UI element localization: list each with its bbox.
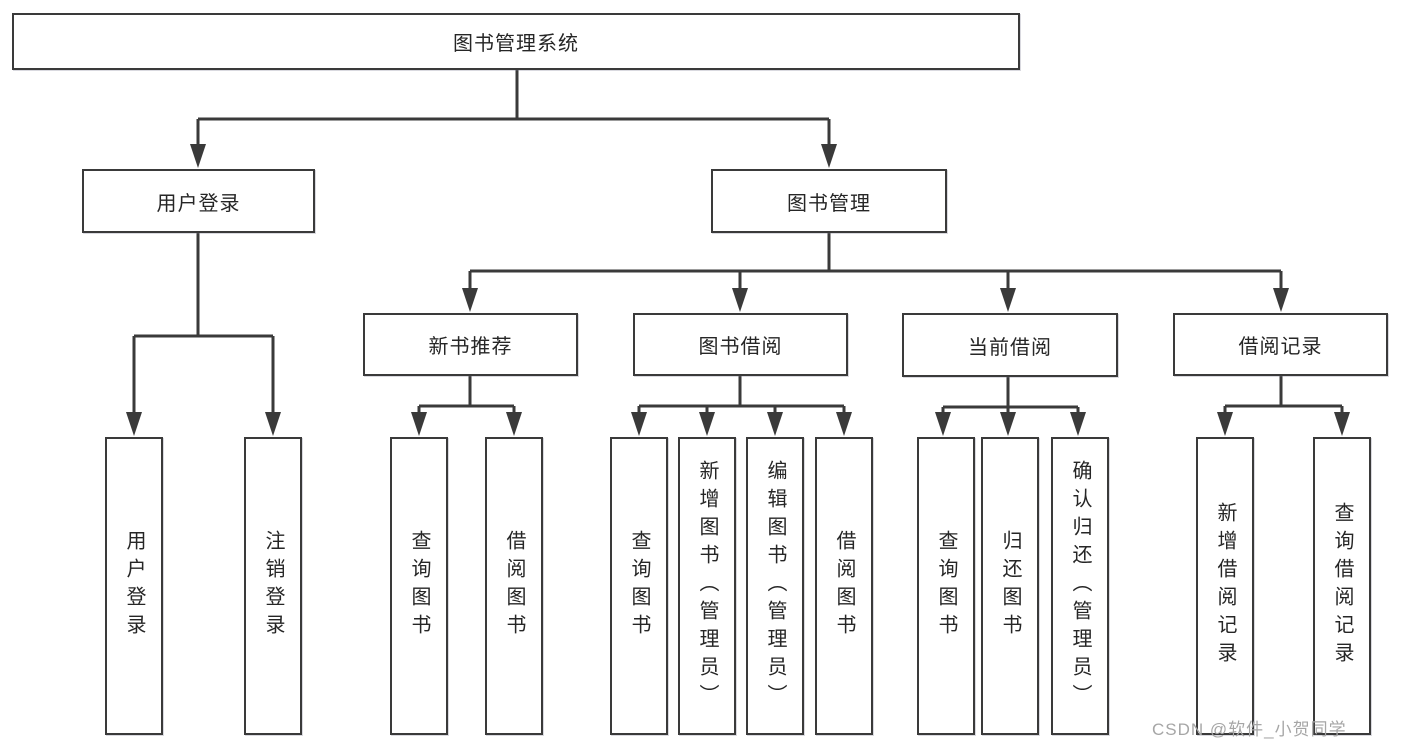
node-current-borrow: 当前借阅 — [902, 313, 1118, 377]
leaf-recommend-borrow-book: 借阅图书 — [485, 437, 543, 735]
node-root-label: 图书管理系统 — [453, 33, 579, 55]
leaf-query-borrow-record-label: 查询借阅记录 — [1331, 502, 1353, 670]
node-new-book-recommend-label: 新书推荐 — [428, 336, 513, 358]
leaf-recommend-borrow-book-label: 借阅图书 — [503, 530, 525, 642]
node-book-borrow: 图书借阅 — [633, 313, 848, 376]
node-borrow-record: 借阅记录 — [1173, 313, 1388, 376]
leaf-logout: 注销登录 — [244, 437, 302, 735]
leaf-current-query-book: 查询图书 — [917, 437, 975, 735]
leaf-add-borrow-record-label: 新增借阅记录 — [1214, 502, 1236, 670]
node-book-management: 图书管理 — [711, 169, 947, 233]
node-user-login-label: 用户登录 — [156, 192, 241, 215]
leaf-edit-book-admin-label: 编辑图书（管理员） — [764, 460, 786, 712]
node-borrow-record-label: 借阅记录 — [1238, 336, 1323, 358]
leaf-add-book-admin: 新增图书（管理员） — [678, 437, 736, 735]
leaf-logout-label: 注销登录 — [262, 530, 284, 642]
node-root: 图书管理系统 — [12, 13, 1020, 70]
node-new-book-recommend: 新书推荐 — [363, 313, 578, 376]
leaf-user-login: 用户登录 — [105, 437, 163, 735]
leaf-user-login-label: 用户登录 — [123, 530, 145, 642]
leaf-add-borrow-record: 新增借阅记录 — [1196, 437, 1254, 735]
node-user-login: 用户登录 — [82, 169, 315, 233]
leaf-confirm-return-admin: 确认归还（管理员） — [1051, 437, 1109, 735]
leaf-return-book-label: 归还图书 — [999, 530, 1021, 642]
leaf-borrow-book-label: 借阅图书 — [833, 530, 855, 642]
node-book-borrow-label: 图书借阅 — [698, 336, 783, 358]
csdn-watermark: CSDN @软件_小贺同学 — [1152, 720, 1347, 739]
leaf-recommend-query-book-label: 查询图书 — [408, 530, 430, 642]
leaf-borrow-book: 借阅图书 — [815, 437, 873, 735]
node-current-borrow-label: 当前借阅 — [968, 336, 1052, 359]
leaf-edit-book-admin: 编辑图书（管理员） — [746, 437, 804, 735]
leaf-query-borrow-record: 查询借阅记录 — [1313, 437, 1371, 735]
leaf-return-book: 归还图书 — [981, 437, 1039, 735]
leaf-recommend-query-book: 查询图书 — [390, 437, 448, 735]
leaf-borrow-query-book-label: 查询图书 — [628, 530, 650, 642]
leaf-current-query-book-label: 查询图书 — [935, 530, 957, 642]
node-book-management-label: 图书管理 — [787, 192, 871, 215]
leaf-confirm-return-admin-label: 确认归还（管理员） — [1069, 460, 1091, 712]
leaf-add-book-admin-label: 新增图书（管理员） — [696, 460, 718, 712]
leaf-borrow-query-book: 查询图书 — [610, 437, 668, 735]
